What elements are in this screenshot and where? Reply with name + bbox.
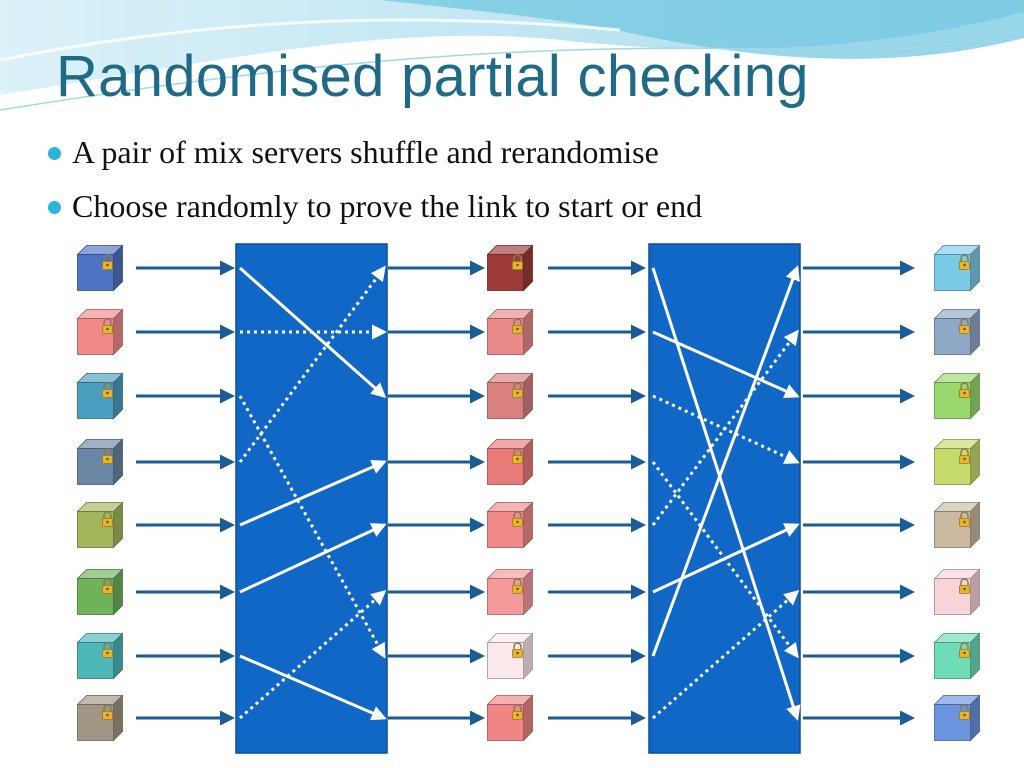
background-wave <box>0 0 1024 111</box>
mix1-link <box>239 654 387 721</box>
padlock-icon <box>959 642 970 658</box>
intermediate-ciphertext-box <box>486 438 534 486</box>
padlock-icon <box>512 511 523 527</box>
padlock-icon <box>102 254 113 270</box>
padlock-icon <box>102 448 113 464</box>
output-ciphertext-box <box>933 438 981 486</box>
output-ciphertext-box <box>933 308 981 356</box>
input-ciphertext-box <box>76 244 124 292</box>
intermediate-ciphertext-box <box>486 694 534 742</box>
mix1-link <box>239 523 387 594</box>
bullet-dot-icon <box>48 147 61 160</box>
input-ciphertext-box <box>76 372 124 420</box>
padlock-icon <box>102 704 113 720</box>
padlock-icon <box>959 382 970 398</box>
input-ciphertext-box <box>76 438 124 486</box>
bullet-dot-icon <box>48 201 61 214</box>
mix1-link <box>238 395 386 659</box>
bullet-text: Choose randomly to prove the link to sta… <box>72 188 703 224</box>
mix1-link <box>238 265 386 463</box>
padlock-icon <box>512 642 523 658</box>
padlock-icon <box>959 704 970 720</box>
mix2-link <box>651 265 800 657</box>
output-ciphertext-box <box>933 244 981 292</box>
padlock-icon <box>959 578 970 594</box>
intermediate-ciphertext-box <box>486 568 534 616</box>
padlock-icon <box>512 448 523 464</box>
padlock-icon <box>512 578 523 594</box>
intermediate-ciphertext-box <box>486 501 534 549</box>
output-ciphertext-box <box>933 372 981 420</box>
padlock-icon <box>959 254 970 270</box>
padlock-icon <box>959 448 970 464</box>
mix-server-1 <box>235 243 388 754</box>
mix2-link <box>652 523 800 594</box>
padlock-icon <box>512 382 523 398</box>
input-ciphertext-box <box>76 568 124 616</box>
mix1-link <box>239 459 387 527</box>
padlock-icon <box>102 318 113 334</box>
bullet-list: A pair of mix servers shuffle and rerand… <box>46 136 702 244</box>
padlock-icon <box>102 511 113 527</box>
padlock-icon <box>102 642 113 658</box>
input-ciphertext-box <box>76 501 124 549</box>
padlock-icon <box>102 578 113 594</box>
intermediate-ciphertext-box <box>486 308 534 356</box>
intermediate-ciphertext-box <box>486 632 534 680</box>
intermediate-ciphertext-box <box>486 372 534 420</box>
input-ciphertext-box <box>76 694 124 742</box>
output-ciphertext-box <box>933 632 981 680</box>
padlock-icon <box>512 254 523 270</box>
padlock-icon <box>512 704 523 720</box>
output-ciphertext-box <box>933 694 981 742</box>
bullet-item: A pair of mix servers shuffle and rerand… <box>46 136 702 168</box>
padlock-icon <box>512 318 523 334</box>
padlock-icon <box>102 382 113 398</box>
padlock-icon <box>959 511 970 527</box>
mix2-link <box>652 330 800 398</box>
slide-title: Randomised partial checking <box>56 44 809 109</box>
bullet-text: A pair of mix servers shuffle and rerand… <box>72 134 659 170</box>
padlock-icon <box>959 318 970 334</box>
input-ciphertext-box <box>76 308 124 356</box>
intermediate-ciphertext-box <box>486 244 534 292</box>
output-ciphertext-box <box>933 501 981 549</box>
output-ciphertext-box <box>933 568 981 616</box>
mix2-link <box>651 329 799 526</box>
bullet-item: Choose randomly to prove the link to sta… <box>46 190 702 222</box>
input-ciphertext-box <box>76 632 124 680</box>
